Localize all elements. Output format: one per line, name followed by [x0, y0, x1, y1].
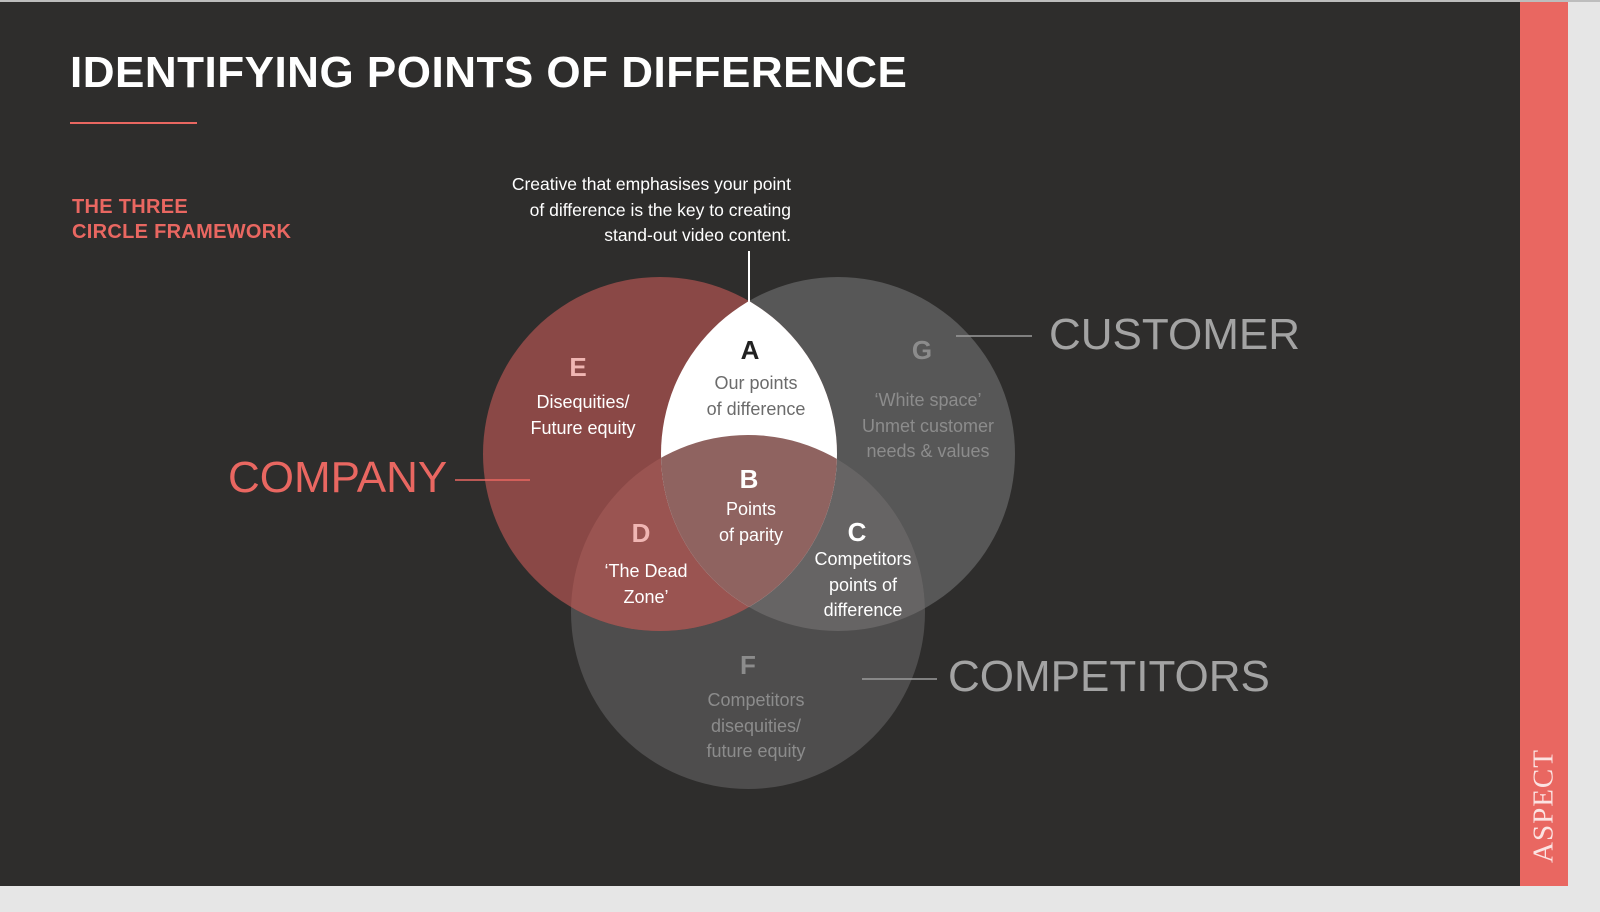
competitors-label: COMPETITORS — [948, 652, 1270, 701]
region-c-line-1: Competitors — [814, 549, 912, 569]
callout-text: Creative that emphasises your point of d… — [512, 172, 791, 249]
callout-line-2: of difference is the key to creating — [529, 199, 791, 220]
region-d-letter: D — [631, 518, 651, 548]
region-e-text: Disequities/ Future equity — [530, 390, 635, 441]
region-b-line-2: of parity — [718, 524, 784, 545]
customer-label: CUSTOMER — [1049, 310, 1300, 359]
framework-subtitle-line-1: THE THREE — [72, 196, 189, 218]
region-a-line-1: Our points — [714, 373, 798, 393]
region-f-line-1: Competitors — [707, 690, 805, 710]
region-b-text: Points of parity — [719, 497, 783, 548]
region-g-line-2: Unmet customer — [861, 415, 995, 436]
region-d-line-2: Zone’ — [623, 586, 669, 607]
region-c-letter: C — [847, 517, 867, 547]
slide-title: IDENTIFYING POINTS OF DIFFERENCE — [70, 48, 908, 97]
region-a-line-2: of difference — [706, 398, 806, 419]
brand-logo: ASPECT — [1527, 749, 1560, 863]
region-b-line-1: Points — [725, 499, 777, 519]
region-d-line-1: ‘The Dead — [604, 561, 688, 581]
company-label: COMPANY — [228, 453, 448, 502]
region-g-letter: G — [911, 335, 933, 365]
region-d-text: ‘The Dead Zone’ — [604, 559, 687, 610]
region-e-letter: E — [569, 352, 587, 382]
callout-line-3: stand-out video content. — [604, 225, 791, 245]
framework-subtitle-line-2: CIRCLE FRAMEWORK — [72, 221, 292, 243]
region-a-text: Our points of difference — [707, 371, 806, 422]
region-f-text: Competitors disequities/ future equity — [706, 688, 805, 765]
callout-line-1: Creative that emphasises your point — [511, 174, 791, 194]
region-a-letter: A — [740, 335, 760, 365]
region-f-letter: F — [740, 650, 756, 680]
region-g-text: ‘White space’ Unmet customer needs & val… — [862, 388, 994, 465]
region-c-line-2: points of — [828, 574, 898, 595]
region-g-line-1: ‘White space’ — [874, 390, 982, 410]
brand-sidebar — [1520, 2, 1568, 886]
region-f-line-3: future equity — [706, 741, 806, 761]
three-circle-venn-diagram — [455, 251, 1032, 789]
region-f-line-2: disequities/ — [710, 715, 802, 736]
region-b-letter: B — [739, 464, 759, 494]
title-underline — [70, 122, 197, 124]
region-e-line-2: Future equity — [530, 417, 636, 438]
region-c-line-3: difference — [823, 600, 903, 620]
region-g-line-3: needs & values — [866, 441, 990, 461]
top-border — [0, 0, 1600, 2]
region-e-line-1: Disequities/ — [536, 392, 630, 412]
region-c-text: Competitors points of difference — [814, 547, 911, 624]
